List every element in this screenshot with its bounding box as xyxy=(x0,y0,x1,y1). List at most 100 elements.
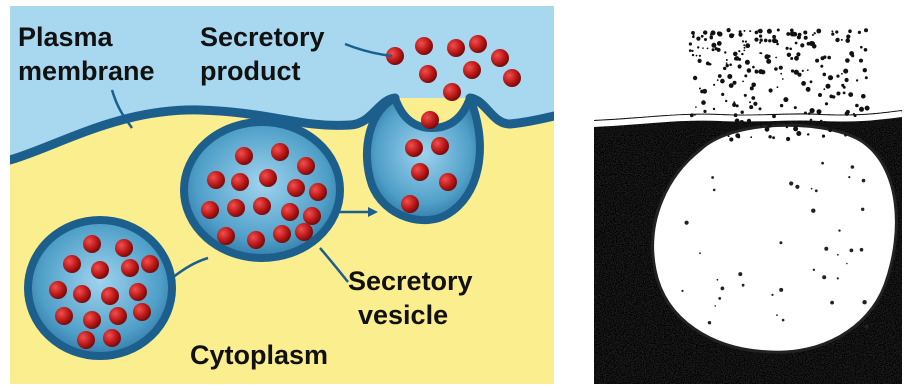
granule xyxy=(295,223,313,241)
micrograph-dot xyxy=(864,325,868,329)
micrograph-dot xyxy=(738,50,740,52)
micrograph-dot xyxy=(789,181,793,185)
micrograph-dot xyxy=(749,101,751,103)
granule xyxy=(447,39,465,57)
label-secretory-product-2: product xyxy=(200,56,301,86)
granule xyxy=(55,307,73,325)
micrograph-dot xyxy=(713,84,715,86)
micrograph-dot xyxy=(699,252,701,254)
micrograph-dot xyxy=(858,31,861,34)
micrograph-dot xyxy=(786,126,788,128)
micrograph-dot xyxy=(812,34,814,36)
micrograph-dot xyxy=(700,90,704,94)
granule xyxy=(303,207,321,225)
micrograph-dot xyxy=(865,76,868,79)
micrograph-dot xyxy=(755,70,757,72)
granule xyxy=(129,283,147,301)
micrograph-dot xyxy=(814,32,816,34)
micrograph-dot xyxy=(751,96,755,100)
granule xyxy=(141,255,159,273)
granule xyxy=(73,285,91,303)
micrograph-dot xyxy=(727,123,732,128)
micrograph-dot xyxy=(865,106,870,111)
micrograph-dot xyxy=(807,69,809,71)
micrograph-dot xyxy=(711,176,714,179)
micrograph-dot xyxy=(717,79,719,81)
micrograph-dot xyxy=(741,53,743,55)
micrograph-dot xyxy=(827,56,831,60)
micrograph-dot xyxy=(681,290,683,292)
micrograph-dot xyxy=(721,123,724,126)
micrograph-dot xyxy=(767,123,772,128)
micrograph-dot xyxy=(786,47,789,50)
micrograph-dot xyxy=(727,74,732,79)
label-cytoplasm: Cytoplasm xyxy=(190,340,328,370)
granule xyxy=(421,111,439,129)
micrograph-dot xyxy=(759,35,762,38)
micrograph-dot xyxy=(864,28,868,32)
micrograph-dot xyxy=(701,100,706,105)
micrograph-dot xyxy=(729,137,733,141)
micrograph-dot xyxy=(861,94,866,99)
micrograph-dot xyxy=(786,137,790,141)
micrograph-dot xyxy=(740,120,744,124)
micrograph-dot xyxy=(831,30,833,32)
micrograph-dot xyxy=(753,102,757,106)
micrograph-dot xyxy=(806,87,811,92)
micrograph-dot xyxy=(779,288,783,292)
micrograph-dot xyxy=(689,42,692,45)
granule xyxy=(287,179,305,197)
micrograph-dot xyxy=(696,55,698,57)
micrograph-dot xyxy=(821,162,824,165)
micrograph-dot xyxy=(836,92,840,96)
granule xyxy=(431,137,449,155)
micrograph-dot xyxy=(811,209,815,213)
micrograph-dot xyxy=(735,56,740,61)
micrograph-dot xyxy=(855,104,859,108)
micrograph-dot xyxy=(742,81,744,83)
micrograph-dot xyxy=(767,55,770,58)
micrograph-dot xyxy=(807,134,809,136)
micrograph-dot xyxy=(690,113,694,117)
granule xyxy=(201,201,219,219)
micrograph-dot xyxy=(712,48,715,51)
micrograph-dot xyxy=(775,40,778,43)
granule xyxy=(297,157,315,175)
micrograph-dot xyxy=(755,31,759,35)
micrograph-dot xyxy=(769,88,773,92)
micrograph-dot xyxy=(843,69,848,74)
micrograph-dot xyxy=(777,29,780,32)
micrograph-dot xyxy=(737,135,740,138)
micrograph-dot xyxy=(828,128,832,132)
micrograph-dot xyxy=(733,81,737,85)
micrograph-dot xyxy=(703,30,707,34)
micrograph-dot xyxy=(815,189,818,192)
micrograph-dot xyxy=(696,37,700,41)
micrograph-dot xyxy=(862,300,866,304)
micrograph-dot xyxy=(694,114,696,116)
micrograph-dot xyxy=(772,114,776,118)
micrograph-dot xyxy=(822,275,826,279)
micrograph-dot xyxy=(745,41,747,43)
granule xyxy=(253,197,271,215)
micrograph-dot xyxy=(775,123,777,125)
micrograph-dot xyxy=(809,41,814,46)
micrograph-dot xyxy=(796,131,801,136)
micrograph-dot xyxy=(768,39,771,42)
granule xyxy=(63,255,81,273)
micrograph-dot xyxy=(698,59,702,63)
micrograph-dot xyxy=(711,30,716,35)
micrograph-dot xyxy=(808,112,811,115)
micrograph-dot xyxy=(853,113,855,115)
micrograph-dot xyxy=(836,75,839,78)
micrograph-dot xyxy=(797,73,801,77)
micrograph-dot xyxy=(691,31,695,35)
micrograph-dot xyxy=(789,48,792,51)
micrograph-dot xyxy=(745,60,750,65)
micrograph-dot xyxy=(817,109,822,114)
micrograph-dot xyxy=(831,33,834,36)
micrograph-dot xyxy=(703,110,706,113)
micrograph-dot xyxy=(685,221,689,225)
micrograph-dot xyxy=(713,189,716,192)
label-secretory-vesicle-1: Secretory xyxy=(348,266,473,296)
